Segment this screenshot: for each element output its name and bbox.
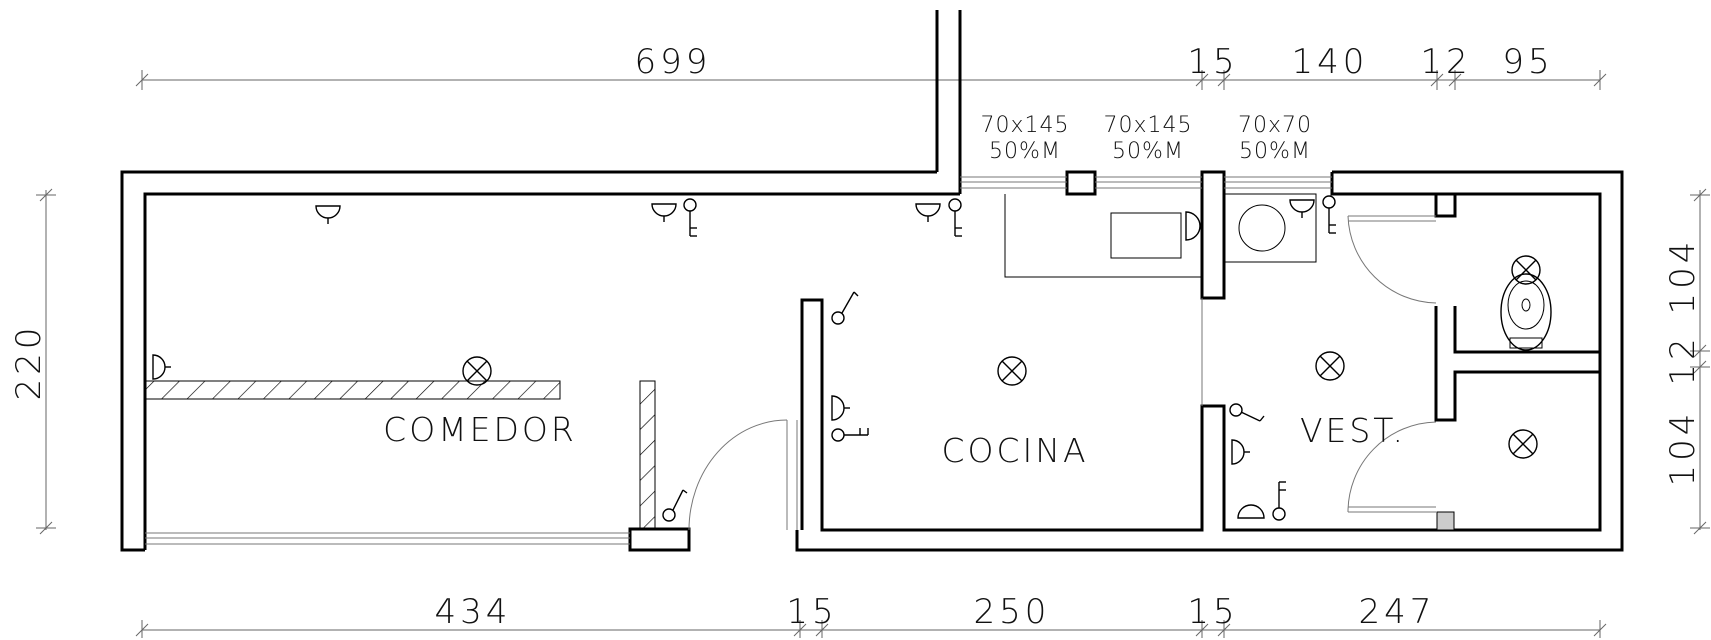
window-2-type: 50%M (1112, 139, 1184, 164)
room-label-comedor: COMEDOR (383, 410, 577, 449)
light-switch-icon (1229, 403, 1265, 422)
ceiling-light-icon (1315, 351, 1345, 381)
outlet-icon (1322, 195, 1336, 234)
bottom-dimension-line (135, 620, 1607, 638)
light-switch-icon (662, 489, 688, 522)
dimension-right-104b: 104 (1663, 410, 1703, 487)
dimension-top-140: 140 (1292, 42, 1369, 82)
toilet-icon (1500, 273, 1552, 351)
dimension-bottom-247: 247 (1359, 592, 1436, 632)
right-dimension-line (1690, 188, 1710, 535)
dimension-bottom-15b: 15 (1187, 592, 1238, 632)
wall-light-icon (152, 354, 171, 380)
dimension-top-15: 15 (1187, 42, 1238, 82)
stove-icon (1110, 211, 1201, 259)
ceiling-light-icon (997, 356, 1027, 386)
hatched-counter (144, 380, 561, 400)
light-switch-icon (831, 291, 859, 325)
outlet-icon (948, 198, 962, 237)
dimension-bottom-434: 434 (435, 592, 512, 632)
hatched-column (639, 380, 656, 530)
outlet-icon (831, 428, 869, 442)
room-label-vestuario: VEST. (1300, 411, 1406, 450)
dimension-bottom-15a: 15 (786, 592, 837, 632)
ceiling-light-icon (462, 356, 492, 386)
kitchen-counter (1004, 194, 1202, 278)
wall-light-icon (315, 205, 341, 224)
ceiling-light-icon (1508, 429, 1538, 459)
wall-light-icon (1289, 199, 1315, 218)
wall-light-icon (831, 395, 850, 421)
dimension-top-95: 95 (1502, 42, 1553, 82)
dimension-top-12: 12 (1420, 42, 1471, 82)
window-1-type: 50%M (989, 139, 1061, 164)
dimension-top-699: 699 (635, 42, 712, 82)
window-3-type: 50%M (1239, 139, 1311, 164)
dimension-left-220: 220 (9, 324, 49, 401)
window-3-size: 70x70 (1238, 113, 1312, 138)
outlet-icon (683, 198, 697, 237)
doors (688, 215, 1437, 531)
wall-light-icon (915, 203, 941, 222)
wall-light-icon (651, 203, 677, 222)
outlet-icon (1272, 481, 1286, 521)
dimension-bottom-250: 250 (974, 592, 1051, 632)
exterior-walls (120, 10, 1624, 552)
wall-light-icon (1237, 504, 1265, 519)
left-dimension-line (36, 188, 56, 535)
window-openings (145, 176, 1332, 545)
sink-icon (1223, 193, 1317, 263)
dimension-right-12: 12 (1663, 334, 1703, 385)
dimension-right-104a: 104 (1663, 238, 1703, 315)
ceiling-light-icon (1511, 255, 1541, 285)
room-label-cocina: COCINA (941, 431, 1088, 470)
window-2-size: 70x145 (1103, 113, 1192, 138)
top-dimension-line (135, 70, 1607, 90)
wall-light-icon (1231, 439, 1250, 465)
bathroom-door-stop (1436, 511, 1455, 531)
window-1-size: 70x145 (980, 113, 1069, 138)
